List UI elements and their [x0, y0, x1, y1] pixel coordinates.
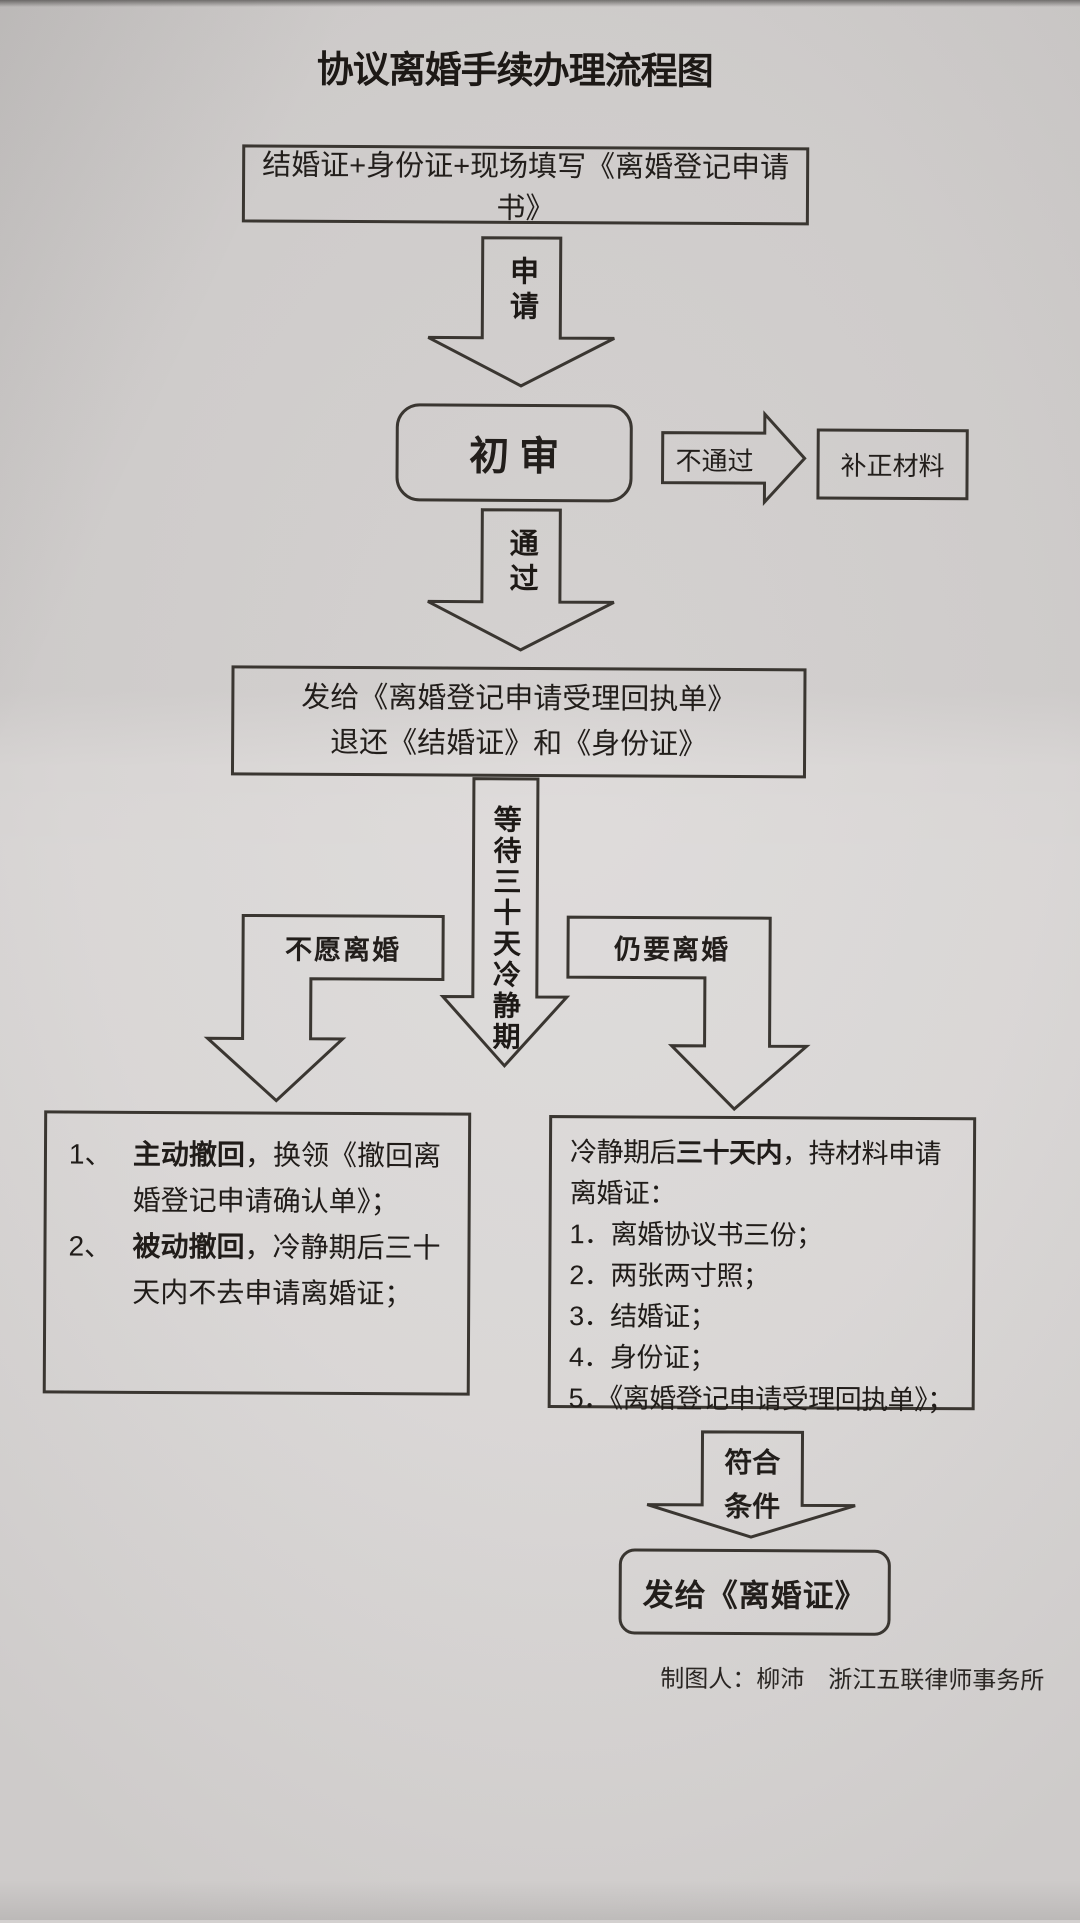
receipt-line-1: 发给《离婚登记申请受理回执单》 — [301, 681, 737, 717]
left-branch-arrow — [203, 913, 445, 1103]
right-branch-label: 仍要离婚 — [613, 933, 731, 965]
left-branch-label: 不愿离婚 — [284, 934, 402, 965]
withdraw-item-2-number: 2、 — [68, 1230, 113, 1262]
start-materials-box: 结婚证+身份证+现场填写《离婚登记申请书》 — [241, 144, 810, 226]
withdraw-box: 1、 主动撤回，换领《撤回离婚登记申请确认单》； 2、 被动撤回，冷静期后三十天… — [42, 1110, 472, 1396]
apply-arrow-label: 申请 — [505, 255, 538, 326]
qualify-arrow-label: 符合 条件 — [724, 1446, 781, 1523]
start-materials-text: 结婚证+身份证+现场填写《离婚登记申请书》 — [262, 149, 790, 226]
proceed-box: 冷静期后三十天内，持材料申请离婚证： 1．离婚协议书三份； 2．两张两寸照； 3… — [547, 1115, 977, 1415]
fix-materials-text: 补正材料 — [840, 450, 945, 482]
final-certificate-text: 发给《离婚证》 — [642, 1577, 867, 1614]
fix-materials-box: 补正材料 — [816, 428, 969, 501]
fail-arrow-label: 不通过 — [675, 445, 754, 476]
proceed-item-5: 5．《离婚登记申请受理回执单》； — [568, 1383, 954, 1416]
initial-review-box: 初审 — [395, 403, 633, 503]
wait-arrow — [439, 777, 571, 1069]
withdraw-item-1-number: 1、 — [68, 1138, 113, 1170]
withdraw-item-2: 2、 被动撤回，冷静期后三十天内不去申请离婚证； — [68, 1224, 455, 1318]
wait-arrow-label: 等待三十天冷静期 — [489, 804, 522, 1053]
qualify-arrow — [646, 1430, 856, 1539]
withdraw-item-2-text: 被动撤回，冷静期后三十天内不去申请离婚证； — [132, 1230, 441, 1310]
fail-arrow — [660, 410, 807, 507]
receipt-box: 发给《离婚登记申请受理回执单》 退还《结婚证》和《身份证》 — [230, 665, 807, 779]
proceed-item-1: 1．离婚协议书三份； — [569, 1219, 823, 1251]
proceed-item-3: 3．结婚证； — [569, 1301, 717, 1332]
proceed-item-4: 4．身份证； — [568, 1342, 717, 1373]
receipt-line-2: 退还《结婚证》和《身份证》 — [330, 726, 708, 761]
withdraw-item-1: 1、 主动撤回，换领《撤回离婚登记申请确认单》； — [69, 1132, 456, 1226]
pass-arrow — [427, 508, 615, 652]
right-branch-arrow — [566, 915, 811, 1112]
pass-arrow-label: 通过 — [504, 527, 538, 598]
initial-review-text: 初审 — [469, 434, 570, 480]
proceed-intro: 冷静期后三十天内，持材料申请离婚证： — [569, 1137, 942, 1209]
credit-line: 制图人：柳沛 浙江五联律师事务所 — [660, 1665, 1045, 1695]
proceed-item-2: 2．两张两寸照； — [569, 1260, 770, 1292]
final-certificate-box: 发给《离婚证》 — [618, 1548, 891, 1636]
apply-arrow — [427, 236, 615, 388]
withdraw-item-1-text: 主动撤回，换领《撤回离婚登记申请确认单》； — [132, 1138, 442, 1218]
